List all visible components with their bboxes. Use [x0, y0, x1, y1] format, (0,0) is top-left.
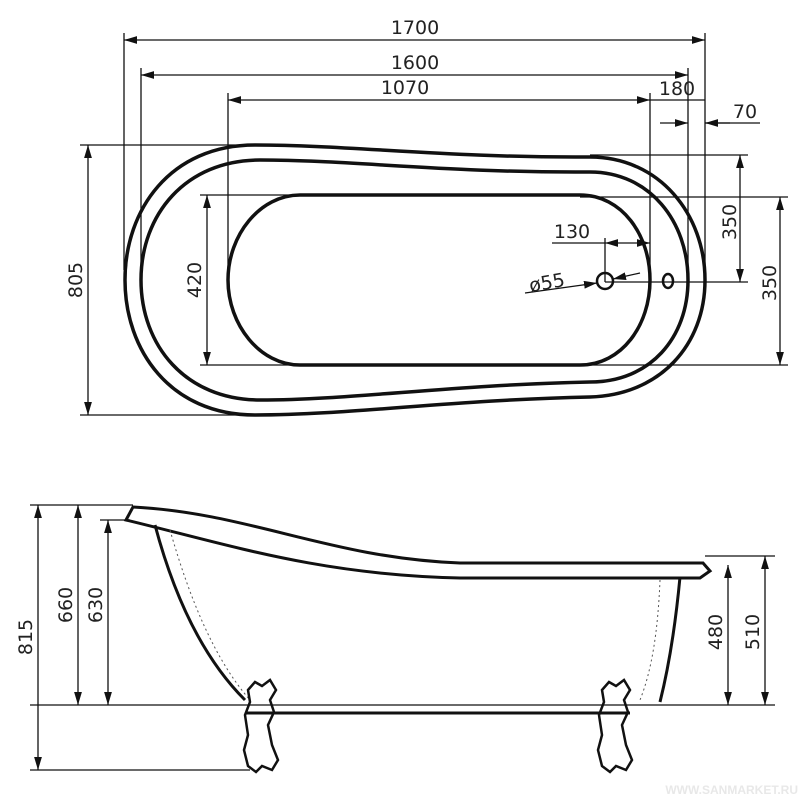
- dim-660: 660: [55, 587, 77, 623]
- dim-630: 630: [85, 587, 107, 623]
- watermark: WWW.SANMARKET.RU: [665, 783, 798, 797]
- dim-815: 815: [15, 619, 37, 655]
- dim-70: 70: [733, 101, 757, 123]
- dim-805: 805: [65, 262, 87, 298]
- dim-350-a: 350: [719, 204, 741, 240]
- body-outline: [153, 524, 682, 715]
- foot-right-icon: [596, 678, 634, 774]
- dim-1700: 1700: [391, 17, 439, 39]
- dim-130: 130: [554, 221, 590, 243]
- dim-1600: 1600: [391, 52, 439, 74]
- dim-350-b: 350: [759, 265, 781, 301]
- dim-510: 510: [742, 614, 764, 650]
- overflow-icon: [661, 272, 675, 290]
- dim-drain-diameter: ø55: [527, 269, 566, 297]
- rim-profile: [123, 505, 713, 580]
- outer-contour: [123, 143, 707, 417]
- body-inner-dashed: [169, 529, 661, 701]
- dim-480: 480: [705, 614, 727, 650]
- top-view: 1700 1600 1070 180 70 805 420 350 350 13…: [65, 17, 788, 417]
- dim-1070: 1070: [381, 77, 429, 99]
- dim-420: 420: [184, 262, 206, 298]
- side-view: 815 660 630 480 510: [15, 504, 775, 774]
- rim-contour: [139, 158, 690, 402]
- dim-180: 180: [659, 78, 695, 100]
- foot-left-icon: [242, 678, 280, 774]
